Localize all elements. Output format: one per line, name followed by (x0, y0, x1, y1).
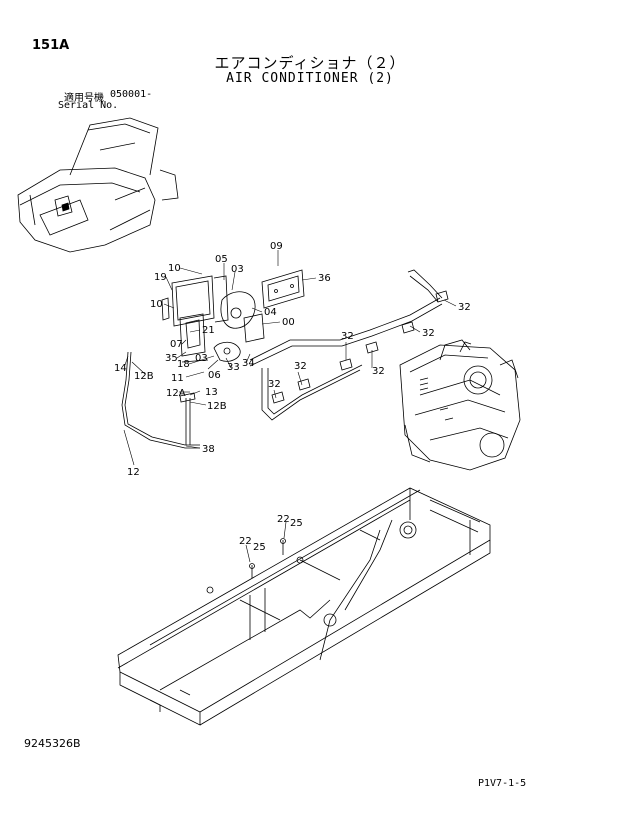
serial-label-japanese: 適用号機 (64, 93, 104, 104)
callout-12: 12 (127, 467, 140, 478)
callout-22-b: 22 (239, 536, 252, 547)
callout-00: 00 (282, 317, 295, 328)
callout-32-b: 32 (422, 328, 435, 339)
callout-03-b: 03 (195, 353, 208, 364)
machine-overview-drawing (17, 117, 179, 253)
callout-33: 33 (227, 362, 240, 373)
callout-07: 07 (170, 339, 183, 350)
callout-25-a: 25 (290, 518, 303, 529)
callout-22-a: 22 (277, 514, 290, 525)
callout-32-d: 32 (372, 366, 385, 377)
callout-10-b: 10 (150, 299, 163, 310)
callout-32-f: 32 (268, 379, 281, 390)
page-title-english: AIR CONDITIONER (2) (226, 71, 394, 86)
callout-04: 04 (264, 307, 277, 318)
callout-05: 05 (215, 254, 228, 265)
serial-label-english: Serial No. (58, 100, 119, 111)
main-frame (117, 487, 491, 726)
leader-lines (123, 250, 457, 563)
callout-18: 18 (177, 359, 190, 370)
callout-36: 36 (318, 273, 331, 284)
serial-value: 050001- (110, 89, 153, 100)
callout-32-e: 32 (294, 361, 307, 372)
figure-number: P1V7-1-5 (478, 778, 527, 789)
refrigerant-pipe (249, 269, 449, 421)
callout-10-a: 10 (168, 263, 181, 274)
callout-32-c: 32 (341, 331, 354, 342)
callout-09: 09 (270, 241, 283, 252)
callout-21: 21 (202, 325, 215, 336)
callout-25-b: 25 (253, 542, 266, 553)
callout-34: 34 (242, 358, 255, 369)
callout-13: 13 (205, 387, 218, 398)
document-number: 9245326B (24, 737, 81, 750)
callout-12B-2: 12B (207, 401, 227, 412)
condenser-assembly (161, 269, 305, 362)
page-title-japanese: エアコンディショナ（２） (214, 54, 406, 72)
callout-38: 38 (202, 444, 215, 455)
callout-11: 11 (171, 373, 184, 384)
page-number: 151A (32, 38, 70, 53)
callout-32-a: 32 (458, 302, 471, 313)
callout-12A: 12A (166, 388, 186, 399)
callout-19: 19 (154, 272, 167, 283)
callout-35: 35 (165, 353, 178, 364)
callout-06: 06 (208, 370, 221, 381)
callout-labels: 09 36 05 03 19 10 10 04 00 21 07 35 18 0… (114, 241, 471, 553)
callout-14: 14 (114, 363, 127, 374)
engine (399, 339, 521, 471)
callout-12B: 12B (134, 371, 154, 382)
hoses (121, 351, 209, 449)
callout-03: 03 (231, 264, 244, 275)
